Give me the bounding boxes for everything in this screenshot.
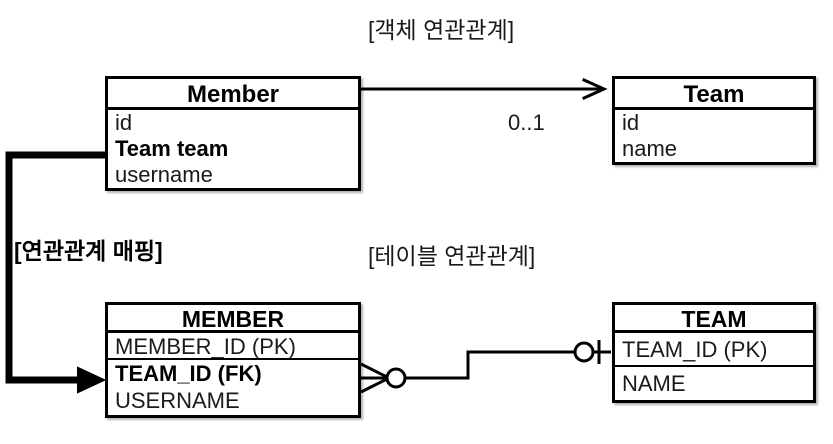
filled-arrowhead-icon	[77, 366, 107, 394]
class-field: Team team	[115, 136, 229, 161]
table-columns-team: TEAM_ID (PK) NAME	[615, 333, 813, 401]
relationship-line	[400, 350, 577, 380]
cardinality-zero-or-many-icon	[360, 362, 407, 394]
association-multiplicity-label: 0..1	[508, 110, 545, 135]
class-box-member: Member id Team team username	[105, 76, 361, 191]
class-field: username	[115, 162, 213, 187]
class-field: id	[115, 110, 133, 135]
class-field: id	[622, 110, 640, 135]
class-field: name	[622, 136, 678, 161]
table-column: TEAM_ID (FK)	[115, 361, 262, 386]
table-box-team: TEAM TEAM_ID (PK) NAME	[612, 302, 816, 403]
table-title-team: TEAM	[615, 305, 813, 333]
table-box-member: MEMBER MEMBER_ID (PK) TEAM_ID (FK) USERN…	[105, 302, 361, 418]
mapping-connector	[5, 151, 107, 394]
open-arrowhead-icon	[582, 78, 608, 100]
class-title-team: Team	[615, 79, 813, 110]
mapping-line	[5, 151, 106, 384]
object-section-caption: [객체 연관관계]	[368, 17, 515, 43]
table-title-member: MEMBER	[108, 305, 358, 333]
object-association-connector	[361, 78, 608, 100]
class-fields-team: id name	[615, 110, 813, 162]
table-column: TEAM_ID (PK)	[615, 333, 813, 367]
class-box-team: Team id name	[612, 76, 816, 165]
table-columns-member: MEMBER_ID (PK) TEAM_ID (FK) USERNAME	[108, 333, 358, 414]
mapping-section-caption: [연관관계 매핑]	[14, 238, 163, 264]
table-column: NAME	[622, 371, 686, 396]
cardinality-zero-or-one-icon	[573, 340, 611, 364]
table-relationship-connector	[360, 340, 611, 394]
table-column: USERNAME	[115, 388, 240, 413]
class-fields-member: id Team team username	[108, 110, 358, 188]
table-section-caption: [테이블 연관관계]	[368, 243, 536, 269]
class-title-member: Member	[108, 79, 358, 110]
table-column: MEMBER_ID (PK)	[108, 333, 358, 360]
